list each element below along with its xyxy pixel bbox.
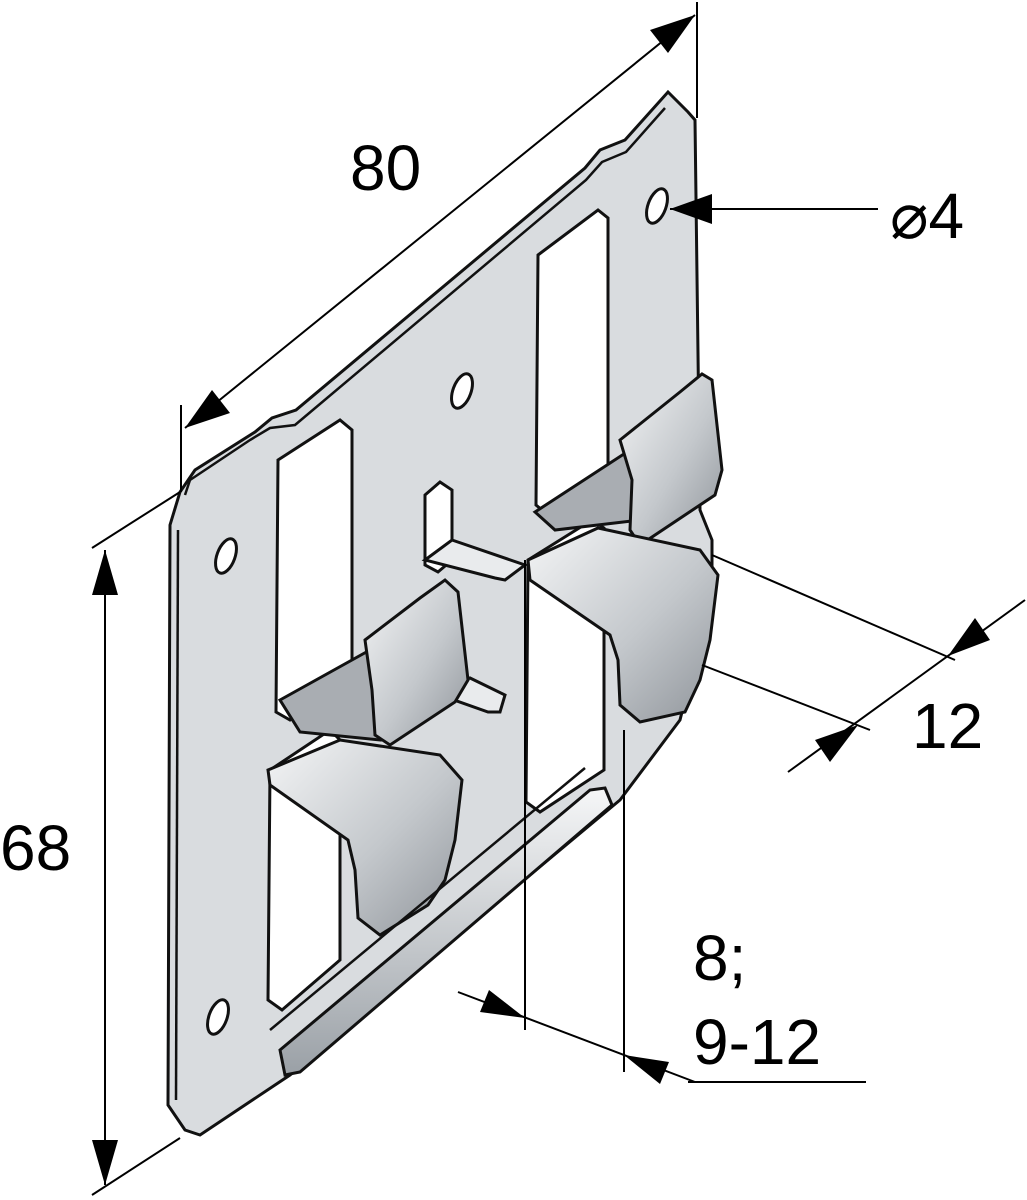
clip-lower-left <box>266 738 464 937</box>
dim-depth-label: 12 <box>912 690 983 762</box>
dim-height-ext-top <box>91 491 181 549</box>
mounting-hole-top-right <box>645 187 669 225</box>
dim-depth-ext-top <box>711 554 956 661</box>
clip-lower-right-spring <box>526 526 720 724</box>
mounting-hole-center <box>450 372 474 410</box>
dim-depth-arrow-top <box>948 618 990 656</box>
dim-depth-arrow-bottom <box>815 725 858 762</box>
clip-upper-right <box>532 372 724 548</box>
dim-height-label: 68 <box>0 812 71 884</box>
bottom-rail <box>278 786 614 1077</box>
mounting-hole-left <box>214 537 238 575</box>
dim-height-arrow-bottom <box>92 1140 118 1185</box>
clip-upper-left <box>277 578 470 747</box>
dim-length-line <box>184 14 696 429</box>
dim-thickness-label-line1: 8; <box>693 922 746 994</box>
slot-right <box>534 208 610 517</box>
bottom-rail-lip <box>269 767 586 1031</box>
dim-height: 68 <box>0 491 181 1196</box>
clip-upper-left-spring <box>363 578 470 747</box>
mounting-hole-bottom-left <box>206 998 230 1036</box>
dim-hole-arrow <box>670 194 712 224</box>
clip-lower-left-spring <box>266 738 464 937</box>
dim-length-arrow-left <box>185 390 230 428</box>
dim-panel-thickness: 8; 9-12 <box>457 560 866 1084</box>
dim-height-ext-bottom <box>91 1137 181 1196</box>
dim-length: 80 <box>180 2 698 492</box>
plate-edge-left <box>174 529 180 1101</box>
dim-thickness-label-line2: 9-12 <box>693 1006 821 1078</box>
dim-hole-label: ⌀4 <box>890 180 964 252</box>
dim-thickness-arrow-right <box>624 1055 669 1084</box>
dim-thickness-arrow-left <box>480 990 525 1018</box>
dim-hole: ⌀4 <box>670 180 964 252</box>
plate-edge-highlight <box>183 107 666 496</box>
dim-depth-ext-bottom <box>701 664 871 731</box>
dim-height-arrow-top <box>92 550 118 595</box>
dim-length-arrow-right <box>650 15 695 53</box>
dim-length-label: 80 <box>350 132 421 204</box>
clip-lower-right <box>526 526 720 724</box>
clip-upper-right-spring <box>618 372 724 548</box>
center-tab-upper <box>421 538 529 582</box>
dim-clip-depth: 12 <box>701 554 1026 773</box>
